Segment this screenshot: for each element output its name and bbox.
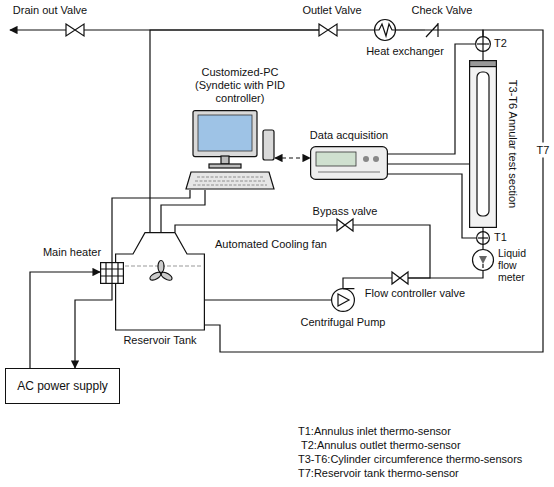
pipe-line [439,30,483,36]
key-line: T7:Reservoir tank thermo-sensor [298,466,459,480]
annular-test-section-symbol [469,60,497,228]
node-label: Check Valve [412,4,473,17]
node-label: Customized-PC (Syndetic with PID control… [184,66,296,105]
thermo-sensor: T1 [476,231,490,245]
heat-exchanger-symbol [374,19,396,41]
pump-symbol [331,288,355,312]
thermo-sensor-symbol [475,36,491,52]
pipe-line [337,29,374,30]
pipe-line [175,225,337,232]
check-valve: Check Valve [425,23,439,37]
valve: Drain out Valve [66,24,84,36]
node-label: Liquid flow meter [498,247,540,283]
pipe-line [205,299,331,300]
data-acquisition-symbol [310,146,388,180]
node-label: Outlet Valve [302,4,361,17]
valve-symbol [319,24,337,36]
cooling-fan: Automated Cooling fan [150,262,172,284]
thermo-sensor-symbol [476,231,490,245]
annular-test-section: T3-T6 Annular test section [469,60,497,228]
pump: Centrifugal Pump [331,288,355,312]
node-label: T1 [494,231,507,244]
heater-symbol [100,262,124,284]
signal-line [275,157,310,158]
check-valve-symbol [425,23,439,37]
pipe-line [396,29,425,30]
node-label: Centrifugal Pump [301,316,386,329]
computer-symbol [185,110,275,190]
node-label: Flow controller valve [365,287,465,300]
valve: Outlet Valve [319,24,337,36]
key-line: T1:Annulus inlet thermo-sensor [298,424,451,438]
heat-exchanger: Heat exchanger [374,19,396,41]
node-label: Reservoir Tank [123,334,196,347]
node-label: Main heater [43,246,101,259]
node-label: AC power supply [17,380,108,393]
pipe-line [408,271,483,278]
pipe-line [388,44,475,154]
cooling-fan-symbol [150,262,172,284]
computer: Customized-PC (Syndetic with PID control… [185,110,275,190]
thermo-sensor: T2 [475,36,491,52]
valve: Flow controller valve [392,272,408,284]
pipe-line [482,52,483,60]
node-label: Drain out Valve [13,4,87,17]
pipe-line [205,30,543,352]
pipe-line [150,30,319,232]
node-label: Bypass valve [313,205,378,218]
node-label: Automated Cooling fan [215,238,327,251]
pipe-line [482,228,483,231]
flow-meter: Liquid flow meter [472,249,494,271]
node-label: T2 [494,37,507,50]
data-acquisition: Data acquisition [310,146,388,180]
heater: Main heater [100,262,124,284]
pipe-line [75,284,112,368]
node-label: Data acquisition [310,129,388,142]
valve-symbol [337,219,353,231]
valve: Bypass valve [337,219,353,231]
pipe-line [30,272,100,368]
reservoir-tank: Automated Cooling fanReservoir Tank [115,232,205,330]
flow-meter-symbol [472,249,494,271]
node-label: T3-T6 Annular test section [506,60,519,228]
key-line: T2:Annulus outlet thermo-sensor [301,438,461,452]
reservoir-tank-symbol [115,232,205,330]
pipe-line [343,278,392,288]
drain-pipe [10,29,66,30]
valve-symbol [392,272,408,284]
pipe-line [388,174,476,238]
key-line: T3-T6:Cylinder circumference thermo-sens… [298,452,522,466]
sensor-label: T7 [535,143,552,158]
valve-symbol [66,24,84,36]
pipe-line [353,225,430,278]
power-supply: AC power supply [5,368,120,404]
pipe-line [482,245,483,249]
node-label: Heat exchanger [366,45,444,58]
pipe-line [388,163,469,164]
